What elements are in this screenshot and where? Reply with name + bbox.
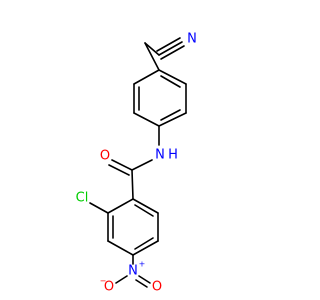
bond-nitrile-triple [156, 37, 185, 60]
bond-nitro-double [135, 275, 151, 288]
nitro-oxygen-label: O [152, 280, 162, 295]
upper-benzene-ring [133, 69, 187, 127]
amide-nitrogen-label: N [155, 148, 165, 163]
bond-carbonyl-double [108, 159, 133, 176]
amide-oxygen-label: O [100, 149, 110, 164]
nitro-oxygen-charge: − [100, 277, 107, 286]
lower-benzene-ring [107, 198, 159, 256]
nitro-nitrogen-label: N [128, 264, 138, 279]
bond-ch2-cn [144, 42, 160, 56]
molecule-structure: N O N H Cl N + O − O [76, 32, 197, 295]
bond-ring-ch2 [144, 42, 160, 71]
bond-carbonyl-ring [131, 169, 134, 200]
nitrile-nitrogen-label: N [187, 32, 197, 47]
nitro-oxygen-minus-label: O [104, 280, 114, 295]
chlorine-label: Cl [76, 191, 89, 206]
bond-nh-carbonyl [131, 159, 153, 171]
bond-nitro-o-minus [115, 275, 128, 284]
nitro-nitrogen-charge: + [139, 260, 146, 269]
bond-ring-chlorine [89, 202, 109, 214]
amide-hydrogen-label: H [168, 148, 178, 163]
